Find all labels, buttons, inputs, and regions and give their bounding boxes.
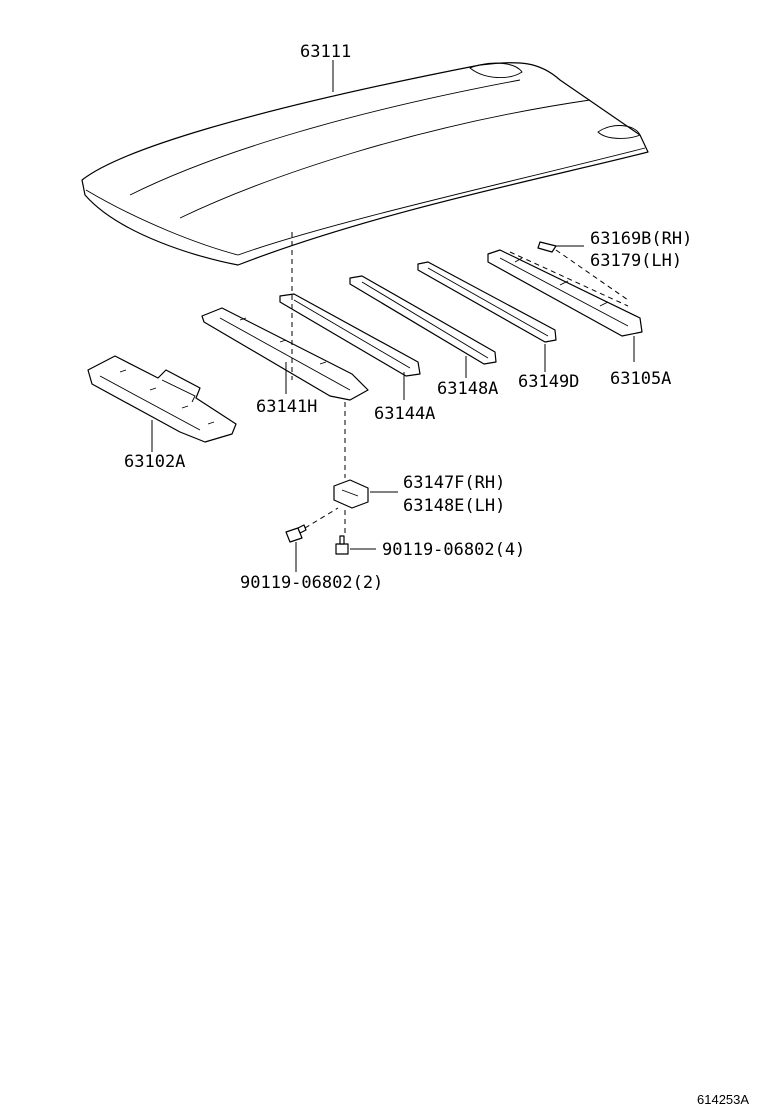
- assembly-lines: [291, 232, 629, 536]
- label-63179-lh: 63179(LH): [590, 251, 682, 271]
- side-rail-part[interactable]: [537, 241, 557, 253]
- label-63105a: 63105A: [610, 369, 671, 389]
- label-63169b-rh: 63169B(RH): [590, 229, 692, 249]
- label-63148a: 63148A: [437, 379, 498, 399]
- label-63144a: 63144A: [374, 404, 435, 424]
- rear-roof-bow[interactable]: [487, 249, 643, 337]
- roof-panel[interactable]: [81, 62, 649, 266]
- label-63111: 63111: [300, 42, 351, 62]
- label-63147f-rh: 63147F(RH): [403, 473, 505, 493]
- label-63148e-lh: 63148E(LH): [403, 496, 505, 516]
- label-63149d: 63149D: [518, 372, 579, 392]
- label-63141h: 63141H: [256, 397, 317, 417]
- roof-bow-63144a[interactable]: [279, 293, 421, 377]
- bolt-4[interactable]: [335, 535, 349, 555]
- leader-lines: [151, 60, 635, 572]
- illustration-code: 614253A: [697, 1092, 749, 1107]
- label-bolt-2: 90119-06802(2): [240, 573, 383, 593]
- roof-bow-63148a[interactable]: [349, 275, 497, 365]
- front-roof-header[interactable]: [87, 355, 237, 443]
- bow-bracket[interactable]: [333, 479, 369, 509]
- roof-bow-63149d[interactable]: [417, 261, 557, 343]
- label-bolt-4: 90119-06802(4): [382, 540, 525, 560]
- bolt-2[interactable]: [285, 524, 307, 543]
- roof-bow-63141h[interactable]: [201, 307, 369, 401]
- label-63102a: 63102A: [124, 452, 185, 472]
